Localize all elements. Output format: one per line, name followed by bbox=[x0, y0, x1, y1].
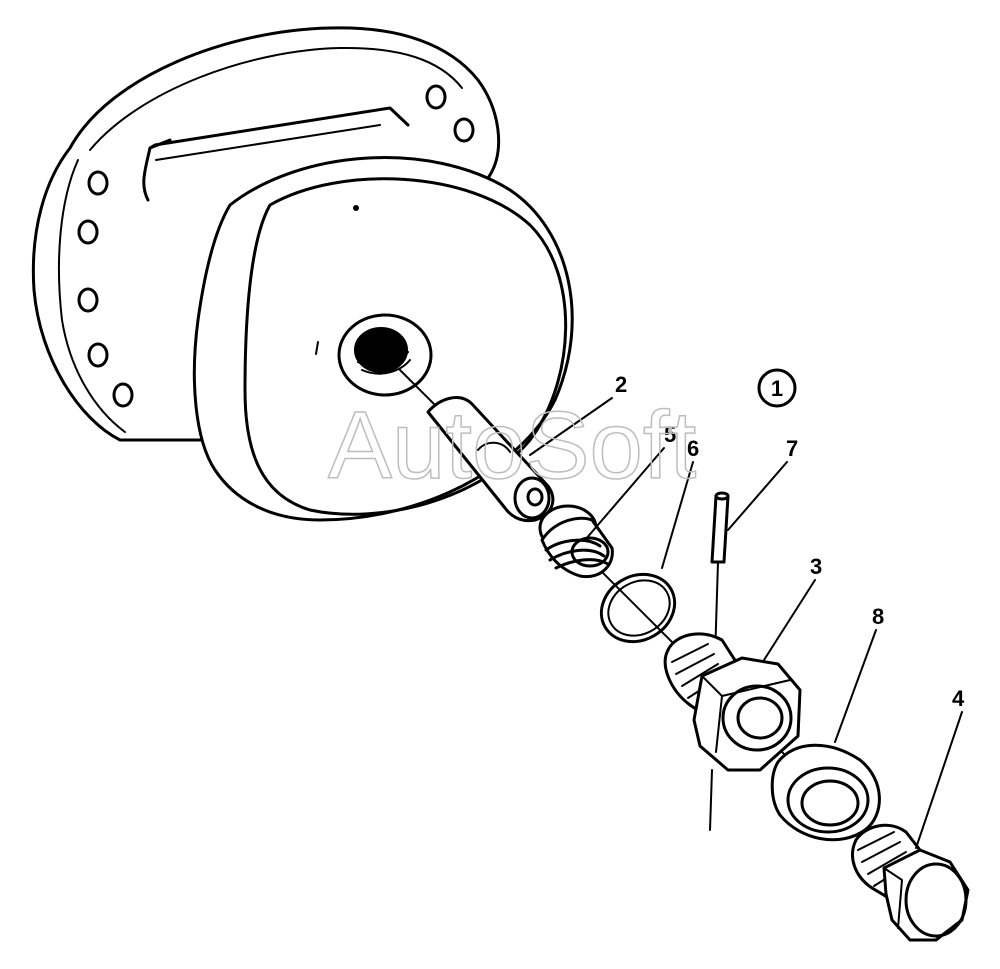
dowel-pin-body bbox=[710, 494, 730, 564]
part-8-seal-ring bbox=[770, 743, 881, 842]
spring-front-opening bbox=[570, 536, 610, 568]
housing-small-mark bbox=[315, 341, 319, 355]
plug-end-face bbox=[904, 862, 968, 938]
leader-6 bbox=[661, 461, 694, 569]
leader-lines bbox=[529, 397, 963, 849]
housing-port-outer bbox=[337, 313, 433, 397]
plug-hex-edges bbox=[883, 867, 903, 929]
spring-body bbox=[540, 516, 614, 579]
hex-body-hex bbox=[692, 656, 802, 772]
watermark: AutoSoft bbox=[328, 392, 696, 499]
plunger-groove bbox=[477, 441, 511, 453]
dowel-pin-top bbox=[714, 491, 730, 501]
housing-top-boss bbox=[142, 106, 410, 202]
o-ring-outer bbox=[599, 572, 677, 644]
bolt-hole bbox=[112, 382, 134, 408]
view-marker: 1 bbox=[757, 368, 797, 408]
housing-port-bore bbox=[354, 327, 408, 373]
bolt-hole bbox=[77, 219, 99, 245]
o-ring-inner bbox=[607, 579, 671, 637]
seal-ring-face-inner bbox=[800, 779, 860, 827]
callout-7: 7 bbox=[786, 436, 798, 461]
callout-8: 8 bbox=[872, 604, 884, 629]
plug-hex-head bbox=[882, 848, 970, 942]
plunger-end-hole bbox=[526, 487, 544, 507]
leader-2 bbox=[529, 397, 613, 456]
part-5-spring bbox=[538, 504, 614, 579]
leader-8 bbox=[834, 629, 877, 743]
leader-4 bbox=[915, 711, 963, 849]
callout-labels: 2 5 6 7 3 8 4 bbox=[615, 372, 965, 711]
leader-3 bbox=[763, 579, 816, 661]
bolt-hole bbox=[77, 287, 99, 313]
callout-5: 5 bbox=[664, 422, 676, 447]
housing-flange-top-edge bbox=[89, 46, 463, 151]
hex-body-threads bbox=[671, 643, 723, 699]
hex-body-guide-line bbox=[709, 769, 713, 831]
callout-2: 2 bbox=[615, 372, 627, 397]
part-2-plunger bbox=[426, 396, 555, 523]
callout-6: 6 bbox=[687, 436, 699, 461]
plunger-end-face bbox=[513, 476, 551, 520]
bolt-hole bbox=[87, 170, 109, 196]
plug-threads bbox=[857, 831, 913, 887]
housing-port-threads bbox=[357, 351, 411, 375]
callout-3: 3 bbox=[810, 554, 822, 579]
seal-ring-face-outer bbox=[786, 766, 870, 834]
bolt-hole bbox=[425, 84, 447, 110]
part-6-o-ring bbox=[599, 572, 677, 644]
housing-cylinder-front-face bbox=[243, 177, 568, 516]
part-7-dowel-pin bbox=[710, 491, 730, 691]
bolt-hole bbox=[453, 117, 475, 143]
view-marker-label: 1 bbox=[771, 376, 783, 401]
part-3-hex-body bbox=[663, 632, 802, 831]
leader-5 bbox=[584, 447, 665, 541]
part-4-hex-plug bbox=[851, 823, 970, 942]
view-marker-circle bbox=[757, 368, 797, 408]
leader-7 bbox=[727, 461, 788, 531]
callout-4: 4 bbox=[952, 686, 965, 711]
housing-flange-inner-edge bbox=[57, 159, 126, 433]
flange-bolt-holes bbox=[77, 84, 475, 408]
housing-small-dot bbox=[353, 205, 359, 211]
housing-top-boss-face bbox=[155, 124, 381, 161]
hex-body-bore-outer bbox=[721, 684, 793, 752]
bolt-hole bbox=[87, 342, 109, 368]
hex-body-bore-inner bbox=[736, 696, 784, 740]
